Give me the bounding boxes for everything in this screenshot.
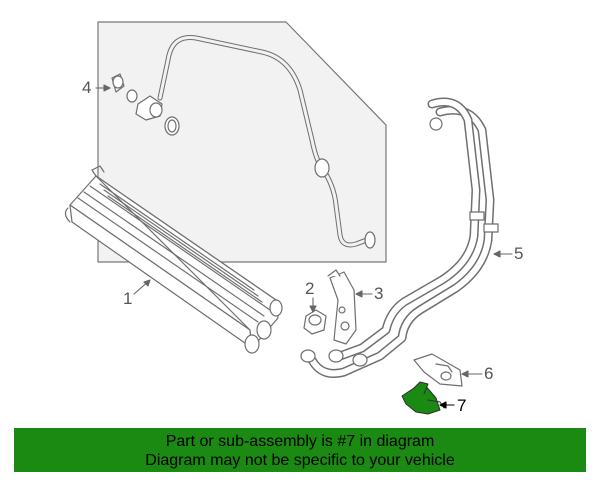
callout-1: 1 xyxy=(123,289,133,308)
banner-line-1: Part or sub-assembly is #7 in diagram xyxy=(165,433,435,450)
callout-3: 3 xyxy=(374,284,384,303)
callout-4: 4 xyxy=(82,78,92,97)
part-4-fittings xyxy=(111,73,180,136)
oil-cooler-part-1 xyxy=(64,165,283,354)
callout-2: 2 xyxy=(305,279,315,298)
bracket-part-3 xyxy=(327,269,357,345)
hose-part-5 xyxy=(300,97,499,378)
callout-6: 6 xyxy=(484,364,494,383)
clip-part-6 xyxy=(413,353,463,387)
leader-lines xyxy=(95,84,513,409)
mount-part-2 xyxy=(303,309,327,335)
inset-pipe xyxy=(135,34,376,249)
parts-diagram xyxy=(64,21,513,415)
banner-line-2: Diagram may not be specific to your vehi… xyxy=(145,452,455,469)
info-banner: Part or sub-assembly is #7 in diagram Di… xyxy=(14,428,586,472)
bracket-part-7-highlighted xyxy=(401,381,445,415)
callout-7: 7 xyxy=(457,396,467,415)
callout-5: 5 xyxy=(514,244,524,263)
